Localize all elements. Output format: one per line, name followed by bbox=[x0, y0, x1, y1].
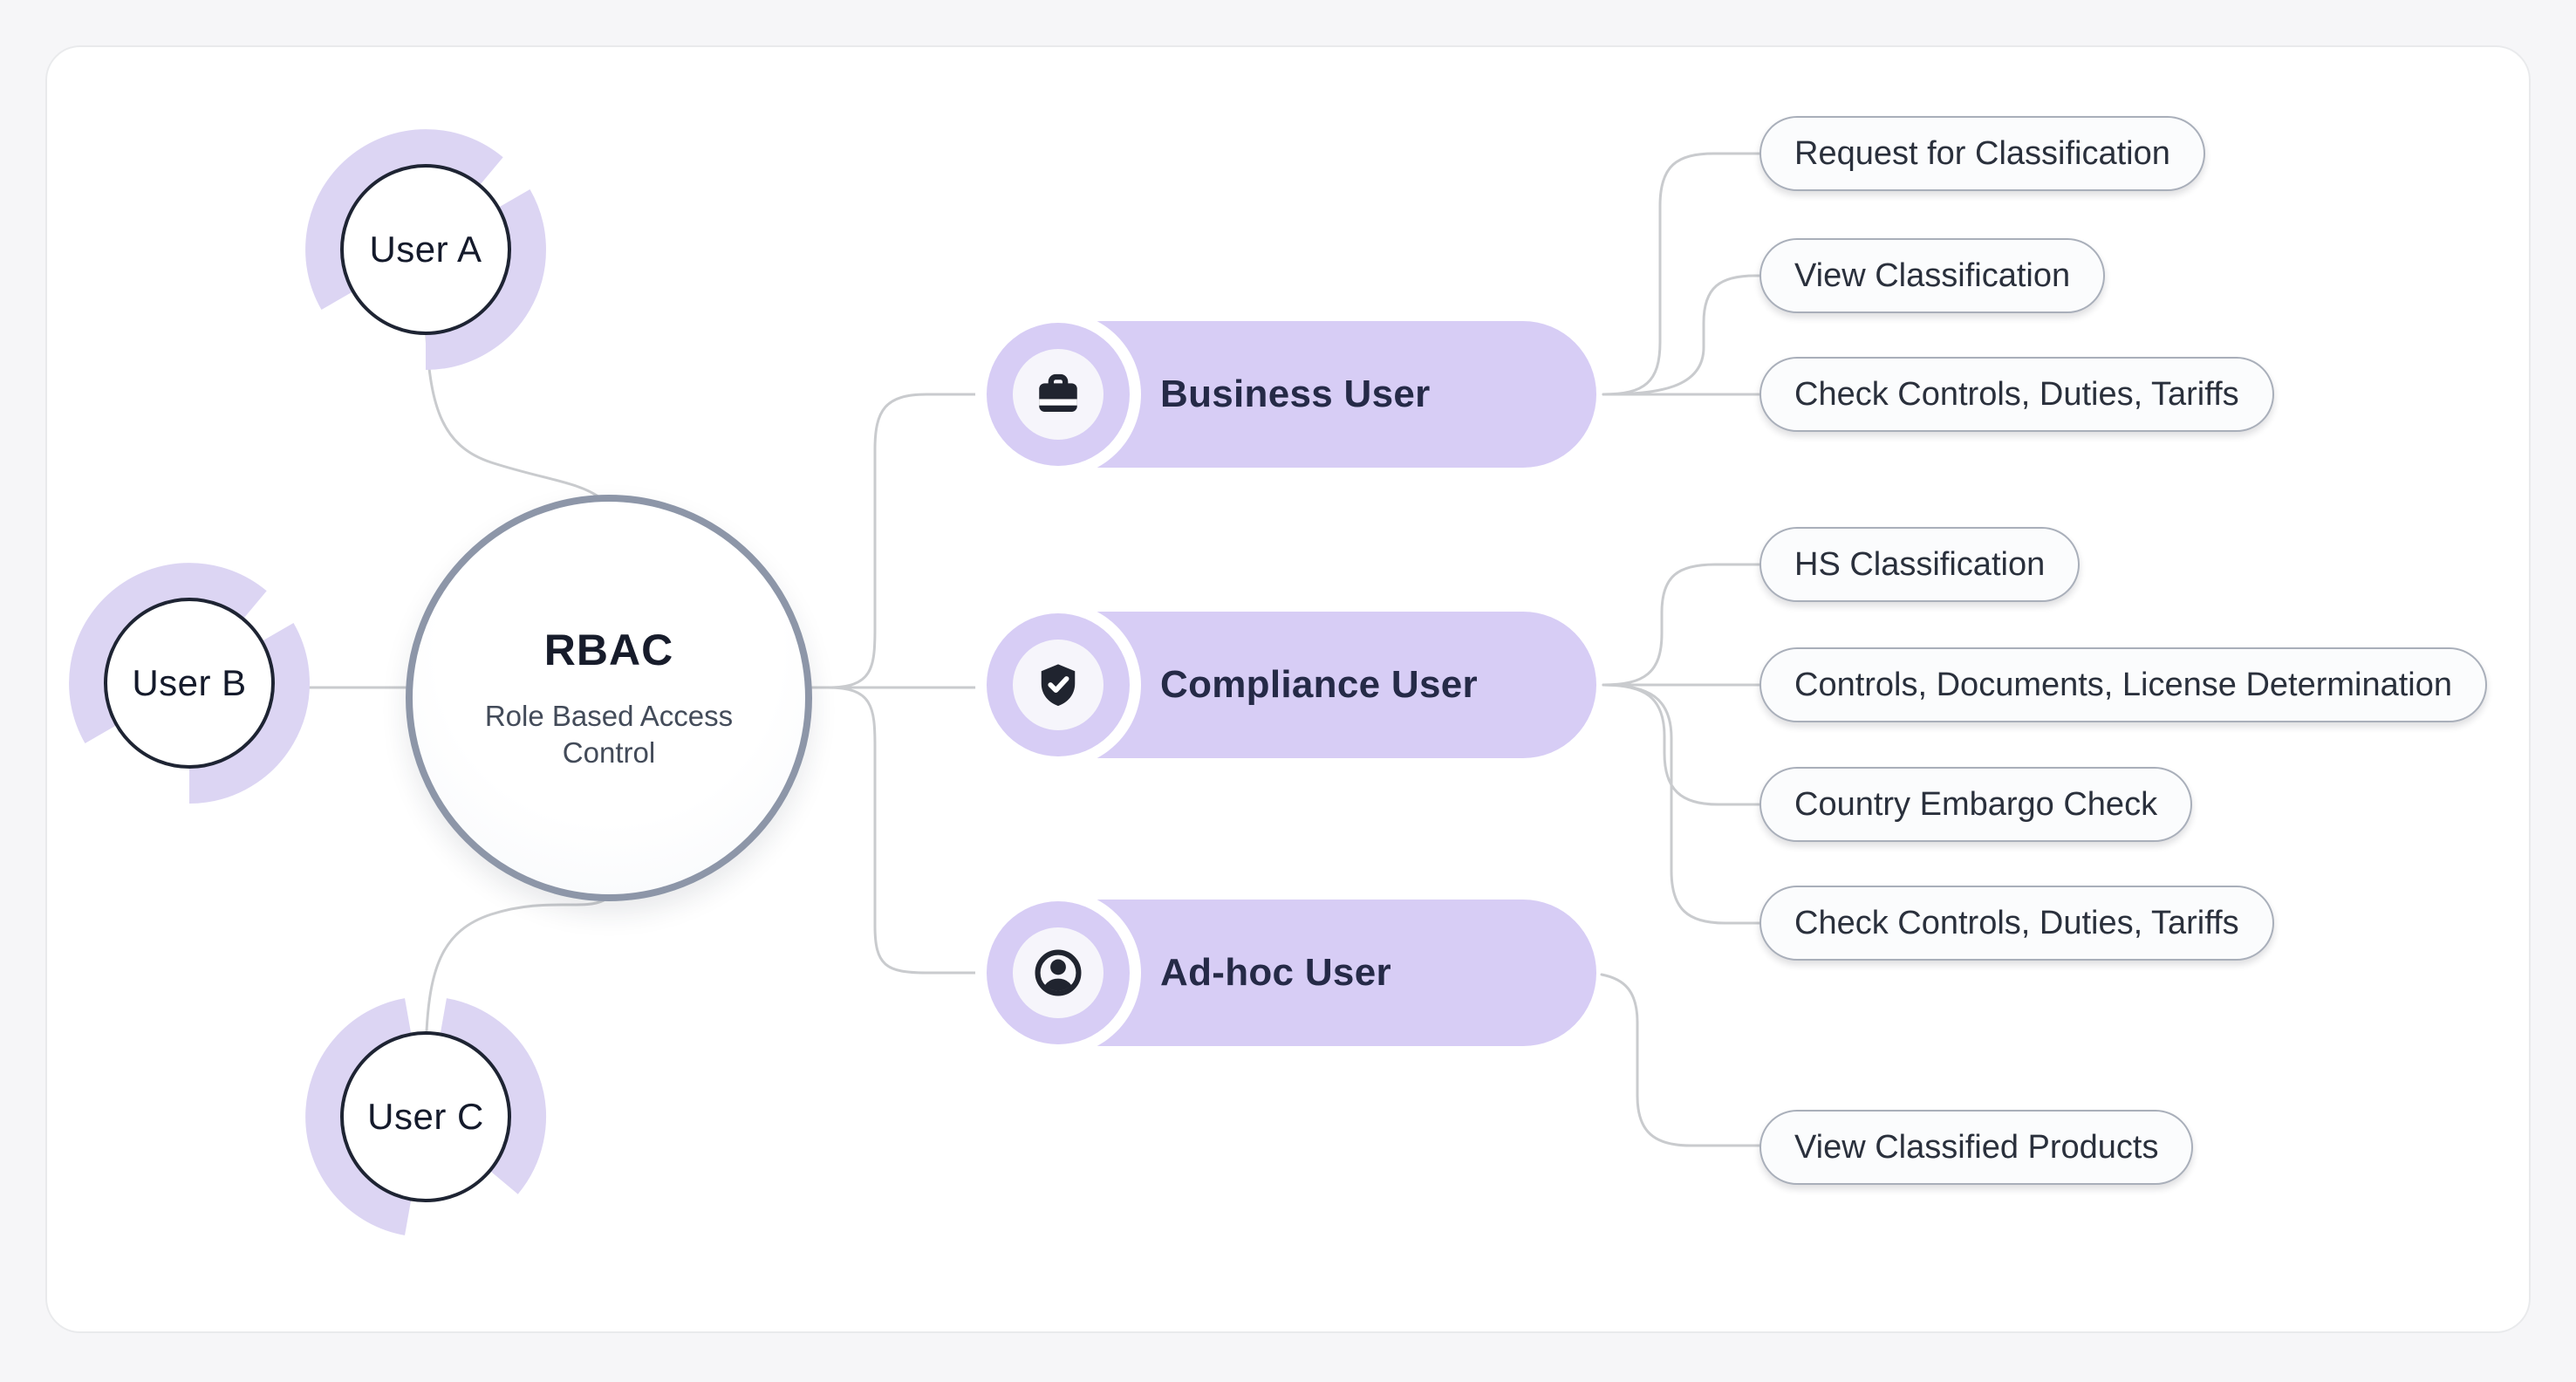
role-pill-business: Business User bbox=[1071, 321, 1596, 468]
edge-compliance-task1 bbox=[1602, 563, 1761, 687]
task-pill-view-classification: View Classification bbox=[1759, 238, 2106, 313]
user-arc-decoration bbox=[69, 563, 310, 804]
task-pill-country-embargo-check: Country Embargo Check bbox=[1759, 767, 2193, 842]
edge-business-task2 bbox=[1602, 274, 1761, 396]
rbac-title: RBAC bbox=[543, 625, 674, 674]
task-label: Controls, Documents, License Determinati… bbox=[1794, 666, 2453, 703]
shield-check-icon bbox=[1013, 640, 1104, 730]
task-label: HS Classification bbox=[1794, 545, 2046, 583]
user-c-circle: User C bbox=[340, 1031, 511, 1202]
edge-userA-center bbox=[425, 333, 604, 501]
user-b-circle: User B bbox=[104, 598, 275, 769]
rbac-center-node: RBAC Role Based Access Control bbox=[406, 495, 812, 901]
task-label: Check Controls, Duties, Tariffs bbox=[1794, 904, 2239, 941]
user-node-c: User C bbox=[295, 986, 557, 1248]
task-pill-controls-documents-license: Controls, Documents, License Determinati… bbox=[1759, 647, 2488, 722]
role-adhoc-label: Ad-hoc User bbox=[1160, 951, 1391, 994]
edge-center-business bbox=[826, 393, 988, 689]
edge-compliance-task3 bbox=[1602, 683, 1761, 806]
task-pill-request-for-classification: Request for Classification bbox=[1759, 116, 2205, 191]
person-circle-icon bbox=[1013, 927, 1104, 1018]
role-disc-compliance bbox=[987, 613, 1130, 756]
rbac-subtitle: Role Based Access Control bbox=[484, 699, 734, 769]
task-pill-hs-classification: HS Classification bbox=[1759, 527, 2081, 602]
role-pill-adhoc: Ad-hoc User bbox=[1071, 900, 1596, 1046]
role-business-label: Business User bbox=[1160, 373, 1431, 415]
user-c-label: User C bbox=[367, 1096, 484, 1137]
task-pill-check-controls-duties-tariffs: Check Controls, Duties, Tariffs bbox=[1759, 357, 2274, 432]
edge-userC-center bbox=[425, 899, 605, 1033]
user-node-b: User B bbox=[58, 552, 320, 814]
edge-adhoc-task1 bbox=[1600, 973, 1765, 1147]
task-pill-view-classified-products: View Classified Products bbox=[1759, 1110, 2194, 1185]
briefcase-icon bbox=[1013, 349, 1104, 440]
task-pill-check-controls-duties-tariffs-2: Check Controls, Duties, Tariffs bbox=[1759, 886, 2274, 961]
task-label: Request for Classification bbox=[1794, 134, 2170, 172]
user-node-a: User A bbox=[295, 119, 557, 380]
task-label: View Classified Products bbox=[1794, 1128, 2159, 1166]
task-label: View Classification bbox=[1794, 257, 2071, 294]
user-a-label: User A bbox=[369, 229, 482, 270]
edge-compliance-task4 bbox=[1602, 683, 1761, 925]
task-label: Check Controls, Duties, Tariffs bbox=[1794, 375, 2239, 413]
user-arc-decoration bbox=[305, 998, 546, 1235]
user-b-label: User B bbox=[132, 662, 247, 703]
edge-business-task1 bbox=[1602, 152, 1761, 396]
user-arc-decoration bbox=[305, 129, 546, 370]
role-compliance-label: Compliance User bbox=[1160, 663, 1478, 706]
task-label: Country Embargo Check bbox=[1794, 785, 2158, 823]
role-disc-business bbox=[987, 323, 1130, 466]
role-disc-adhoc bbox=[987, 901, 1130, 1044]
role-pill-compliance: Compliance User bbox=[1071, 612, 1596, 758]
user-a-circle: User A bbox=[340, 164, 511, 335]
edge-center-adhoc bbox=[826, 686, 988, 975]
